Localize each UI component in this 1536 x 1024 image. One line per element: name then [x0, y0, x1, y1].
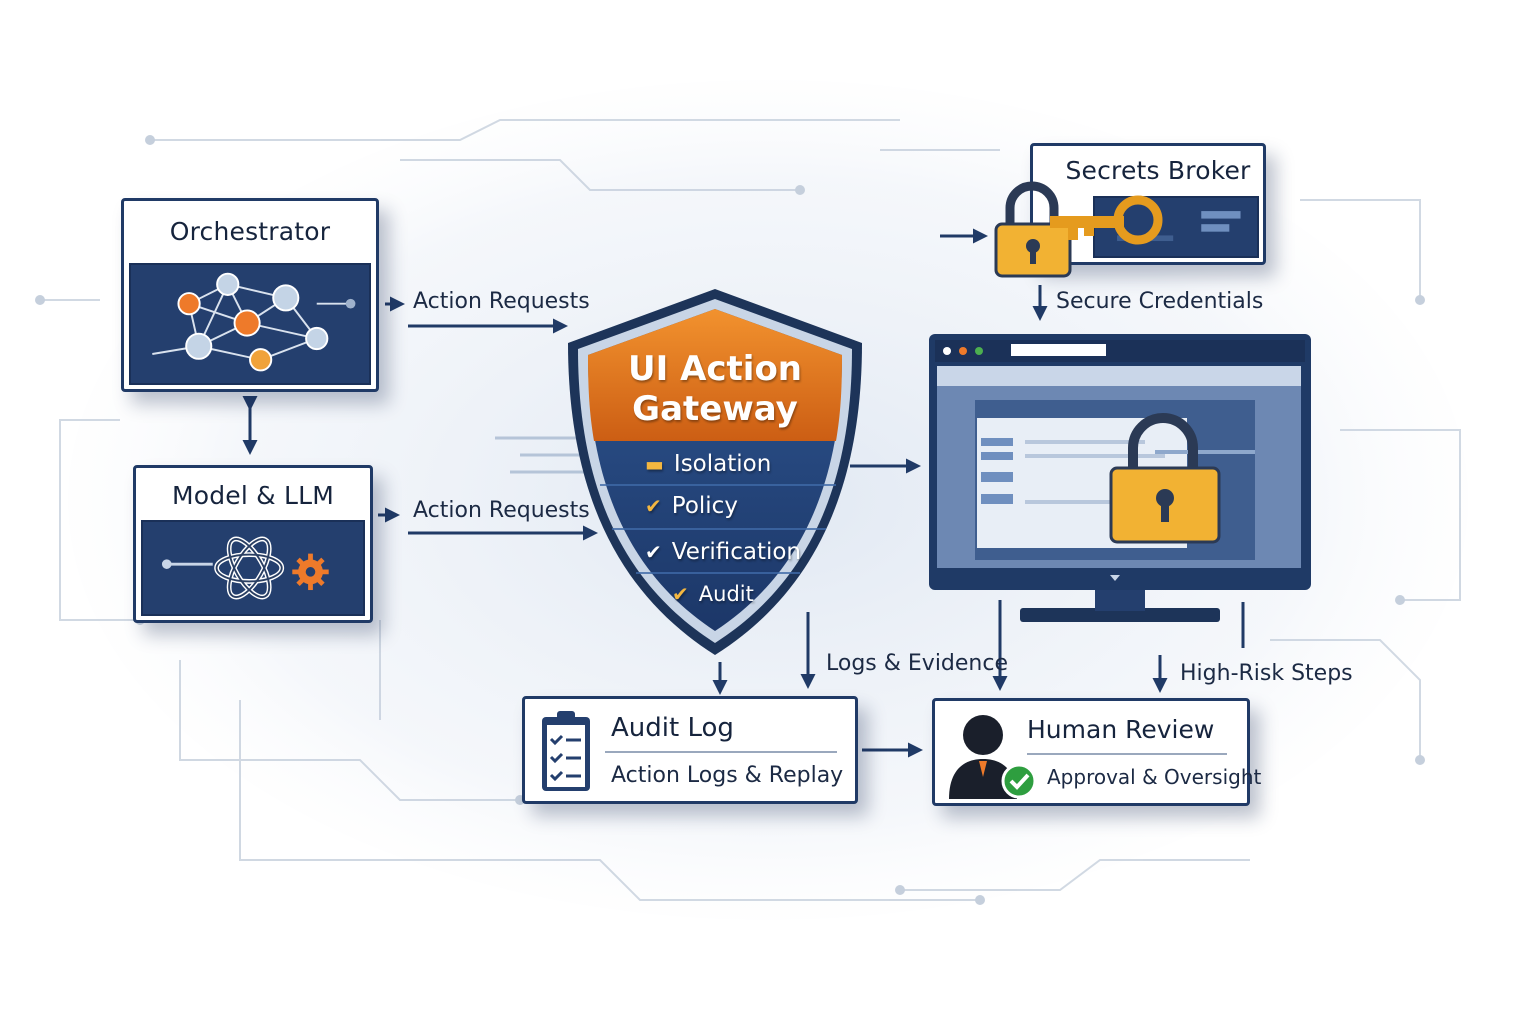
label-action-requests-2: Action Requests [413, 498, 590, 523]
ui-action-gateway-shield[interactable]: UI Action Gateway ▬Isolation ✔Policy ✔Ve… [560, 285, 870, 665]
check-icon: ✔ [645, 540, 662, 564]
locked-browser-monitor[interactable] [925, 330, 1315, 640]
audit-log-divider [605, 751, 837, 753]
audit-log-title: Audit Log [611, 713, 734, 743]
label-logs-evidence: Logs & Evidence [826, 651, 1009, 676]
dash-icon: ▬ [645, 452, 664, 476]
llm-icon-panel [141, 520, 365, 616]
clipboard-checklist-icon [542, 711, 590, 791]
padlock-icon [1109, 413, 1221, 544]
key-icon [1050, 195, 1163, 245]
secrets-broker-title: Secrets Broker [1065, 156, 1251, 185]
orchestrator-card[interactable]: Orchestrator [121, 198, 379, 392]
label-high-risk-steps: High-Risk Steps [1180, 661, 1353, 686]
check-icon: ✔ [645, 494, 662, 518]
gateway-item-isolation: ▬Isolation [645, 451, 772, 477]
reviewer-avatar-icon [949, 715, 1037, 799]
check-icon: ✔ [672, 582, 689, 606]
gateway-title-line2: Gateway [632, 389, 798, 429]
label-action-requests-1: Action Requests [413, 289, 590, 314]
network-graph-panel [129, 263, 371, 385]
audit-log-card[interactable]: Audit Log Action Logs & Replay [522, 696, 858, 804]
gateway-item-audit: ✔Audit [672, 582, 754, 606]
orchestrator-title: Orchestrator [169, 217, 331, 246]
llm-knot-icon [161, 536, 329, 600]
audit-log-subtitle: Action Logs & Replay [611, 763, 844, 788]
model-llm-card[interactable]: Model & LLM [133, 465, 373, 623]
human-review-card[interactable]: Human Review Approval & Oversight [932, 698, 1261, 806]
gateway-item-verification: ✔Verification [645, 539, 801, 565]
secrets-broker-card[interactable]: Secrets Broker [1030, 143, 1266, 265]
gateway-title-line1: UI Action [627, 349, 803, 389]
label-secure-credentials: Secure Credentials [1056, 289, 1264, 314]
model-llm-title: Model & LLM [171, 481, 335, 510]
padlock-key-icon [994, 181, 1163, 278]
shield-icon [568, 289, 862, 655]
monitor-icon [929, 334, 1311, 622]
gateway-item-policy: ✔Policy [645, 493, 738, 519]
human-review-subtitle: Approval & Oversight [1047, 765, 1262, 789]
human-review-title: Human Review [1027, 715, 1215, 744]
network-graph-icon [152, 272, 356, 372]
human-review-divider [1027, 753, 1227, 755]
